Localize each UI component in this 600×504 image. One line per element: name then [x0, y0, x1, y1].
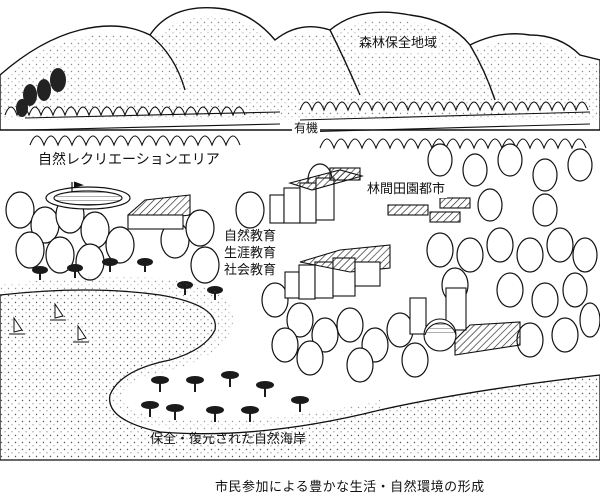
label-organic: 有機 [292, 121, 321, 136]
forest-texture [0, 15, 600, 120]
tree-rows [4, 101, 591, 150]
label-nature-education: 自然教育 [222, 229, 279, 245]
conifer-cluster [16, 68, 66, 117]
recreation-pond [45, 181, 131, 210]
label-restored-coast: 保全・復元された自然海岸 [150, 432, 307, 447]
label-forest-conservation: 森林保全地域 [357, 36, 440, 52]
sea [0, 289, 600, 461]
buildings [127, 167, 521, 356]
beach [0, 276, 380, 430]
label-nature-recreation: 自然レクリエーションエリア [36, 152, 222, 169]
label-lifelong-education: 生涯教育 [222, 246, 279, 262]
figure-caption: 市民参加による豊かな生活・自然環境の形成 [215, 480, 485, 495]
label-garden-city: 林間田園都市 [365, 182, 448, 198]
round-trees [5, 143, 600, 383]
beach-pines [32, 258, 309, 422]
label-social-education: 社会教育 [222, 263, 279, 279]
